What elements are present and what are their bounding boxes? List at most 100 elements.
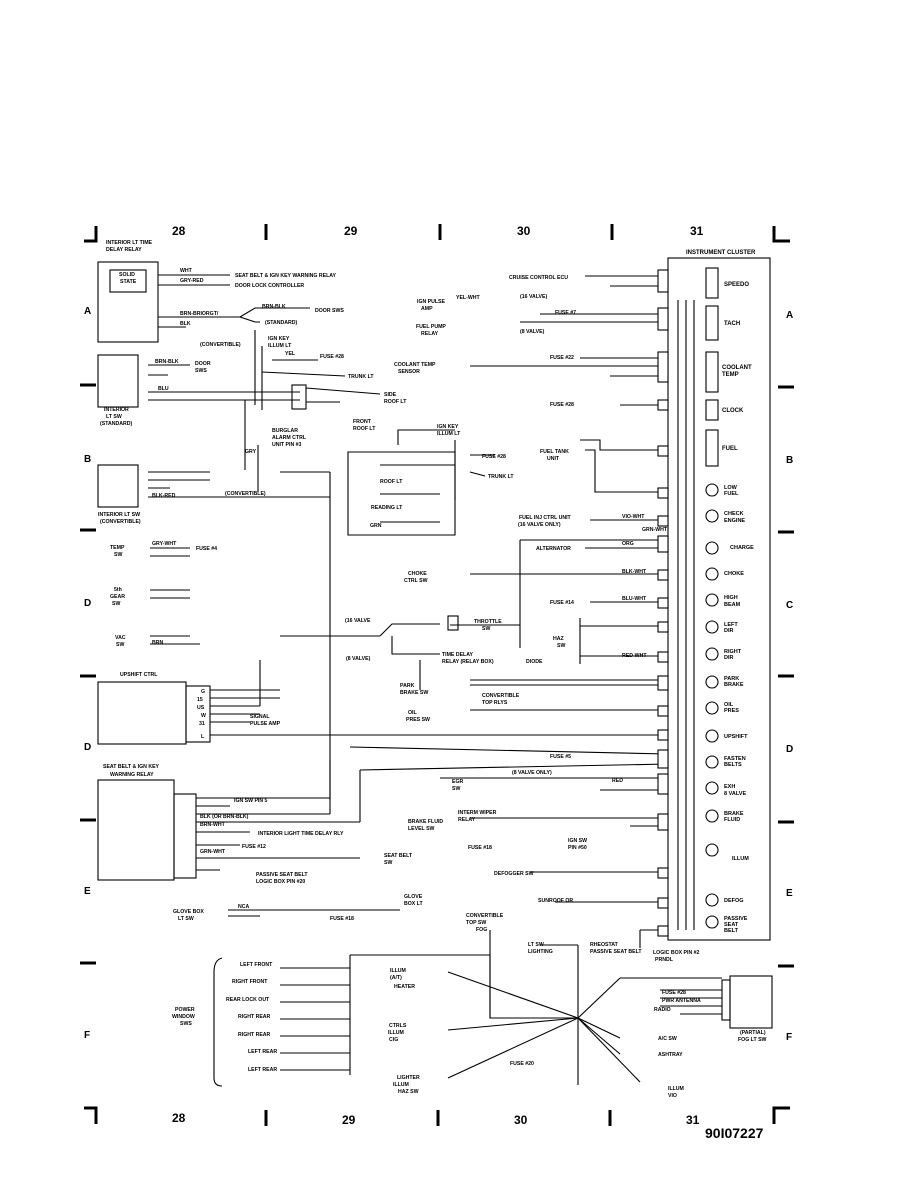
- component-label: SENSOR: [398, 369, 420, 375]
- component-label: TOP RLYS: [482, 700, 508, 706]
- lamp-13: [705, 843, 719, 857]
- component-label: (STANDARD): [100, 421, 132, 427]
- component-label: BURGLAR: [272, 428, 298, 434]
- component-label: FUEL TANK: [540, 449, 569, 455]
- lamp-15: [705, 915, 719, 929]
- component-label: PULSE AMP: [250, 721, 281, 727]
- component-label: INTERIOR LT SW: [98, 512, 140, 518]
- component-label: LT SW: [178, 916, 194, 922]
- lamp-label-7: BEAM: [724, 602, 741, 608]
- component-label: (CONVERTIBLE): [100, 519, 141, 525]
- component-label: LOGIC BOX PIN #20: [256, 879, 305, 885]
- lamp-label-19: EXH: [724, 784, 735, 790]
- component-label: RIGHT REAR: [238, 1032, 271, 1038]
- component-label: FUEL INJ CTRL UNIT: [519, 515, 572, 521]
- component-label: ROOF LT: [353, 426, 376, 432]
- component-label: POWER: [175, 1007, 195, 1013]
- component-label: BOX LT: [404, 901, 423, 907]
- component-label: A/C SW: [658, 1036, 677, 1042]
- component-label: BLU-WHT: [622, 596, 647, 602]
- component-label: TRUNK LT: [348, 374, 374, 380]
- component-label: FUEL PUMP: [416, 324, 446, 330]
- component-label: CHOKE: [408, 571, 427, 577]
- component-label: TIME DELAY: [442, 652, 473, 658]
- lamp-2: [705, 541, 719, 555]
- lamp-label-6: HIGH: [724, 595, 738, 601]
- component-label: FUSE #20: [510, 1061, 534, 1067]
- component-label: SW: [384, 860, 392, 866]
- component-label: VIO-WHT: [622, 514, 645, 520]
- lamp-label-26: SEAT: [724, 922, 739, 928]
- component-label: LOGIC BOX PIN #2: [653, 950, 700, 956]
- component-label: SIGNAL: [250, 714, 270, 720]
- component-label: LEFT REAR: [248, 1049, 277, 1055]
- component-label: RELAY: [458, 817, 476, 823]
- component-label: IGN KEY: [437, 424, 459, 430]
- gauge-clock: CLOCK: [722, 408, 744, 414]
- lamp-label-22: FLUID: [724, 817, 740, 823]
- component-label: BLU: [158, 386, 169, 392]
- instrument-cluster-box: [667, 257, 771, 941]
- lamp-5: [705, 620, 719, 634]
- component-label: (STANDARD): [265, 320, 297, 326]
- component-label: ROOF LT: [380, 479, 403, 485]
- component-label: HAZ SW: [398, 1089, 419, 1095]
- component-label: RHEOSTAT: [590, 942, 619, 948]
- component-label: BRN-BLK: [262, 304, 286, 310]
- component-label: TRUNK LT: [488, 474, 514, 480]
- component-label: FUSE #12: [242, 844, 266, 850]
- component-label: (8 VALVE): [520, 329, 545, 335]
- component-label: SIDE: [384, 392, 397, 398]
- component-label: FOG LT SW: [738, 1037, 767, 1043]
- component-label: GRN-WHT: [642, 527, 668, 533]
- component-label: FUSE #7: [555, 310, 576, 316]
- component-label: RIGHT FRONT: [232, 979, 268, 985]
- component-label: DOOR: [195, 361, 211, 367]
- component-label: ALTERNATOR: [536, 546, 571, 552]
- component-label: SW: [557, 643, 565, 649]
- component-label: (16 VALVE ONLY): [518, 522, 561, 528]
- lamp-label-23: ILLUM: [732, 856, 749, 862]
- component-label: GLOVE: [404, 894, 423, 900]
- component-label: SW: [482, 626, 490, 632]
- lamp-label-17: FASTEN: [724, 756, 746, 762]
- component-label: GRY: [245, 449, 257, 455]
- component-label: CONVERTIBLE: [482, 693, 520, 699]
- grid-left-e: E: [84, 886, 91, 897]
- grid-right-b: B: [786, 455, 793, 466]
- lamp-label-25: PASSIVE: [724, 916, 748, 922]
- component-label: DEFOGGER SW: [494, 871, 534, 877]
- component-label: UNIT: [547, 456, 560, 462]
- lamp-label-9: DIR: [724, 628, 734, 634]
- component-label: FUSE #4: [196, 546, 217, 552]
- component-label: FUSE #5: [550, 754, 571, 760]
- component-label: INTERIOR: [104, 407, 129, 413]
- corner-marks: [80, 224, 794, 1126]
- component-label: RIGHT REAR: [238, 1014, 271, 1020]
- component-label: CTRLS: [389, 1023, 407, 1029]
- component-label: INTERIOR LT TIME: [106, 240, 153, 246]
- component-label: CIG: [389, 1037, 398, 1043]
- lamp-label-27: BELT: [724, 928, 739, 934]
- component-label: UPSHIFT CTRL: [120, 672, 158, 678]
- component-label: HAZ: [553, 636, 564, 642]
- component-label: LEVEL SW: [408, 826, 435, 832]
- cluster-title: INSTRUMENT CLUSTER: [686, 250, 756, 256]
- component-label: LIGHTER: [397, 1075, 420, 1081]
- component-label: BRN-BLK: [155, 359, 179, 365]
- component-label: THROTTLE: [474, 619, 502, 625]
- component-label: LEFT FRONT: [240, 962, 273, 968]
- grid-bottom-29: 29: [342, 1113, 356, 1127]
- component-label: FUSE #28: [482, 454, 506, 460]
- component-label: VAC: [115, 635, 126, 641]
- lamp-label-20: 8 VALVE: [724, 791, 746, 797]
- component-label: ILLUM LT: [268, 343, 292, 349]
- lamp-label-21: BRAKE: [724, 811, 744, 817]
- component-label: L: [201, 734, 205, 740]
- component-label: LT SW: [528, 942, 544, 948]
- component-label: FOG: [476, 927, 487, 933]
- component-label: GLOVE BOX: [173, 909, 204, 915]
- component-label: YEL-WHT: [456, 295, 480, 301]
- lamp-3: [705, 567, 719, 581]
- component-label: REAR LOCK OUT: [226, 997, 270, 1003]
